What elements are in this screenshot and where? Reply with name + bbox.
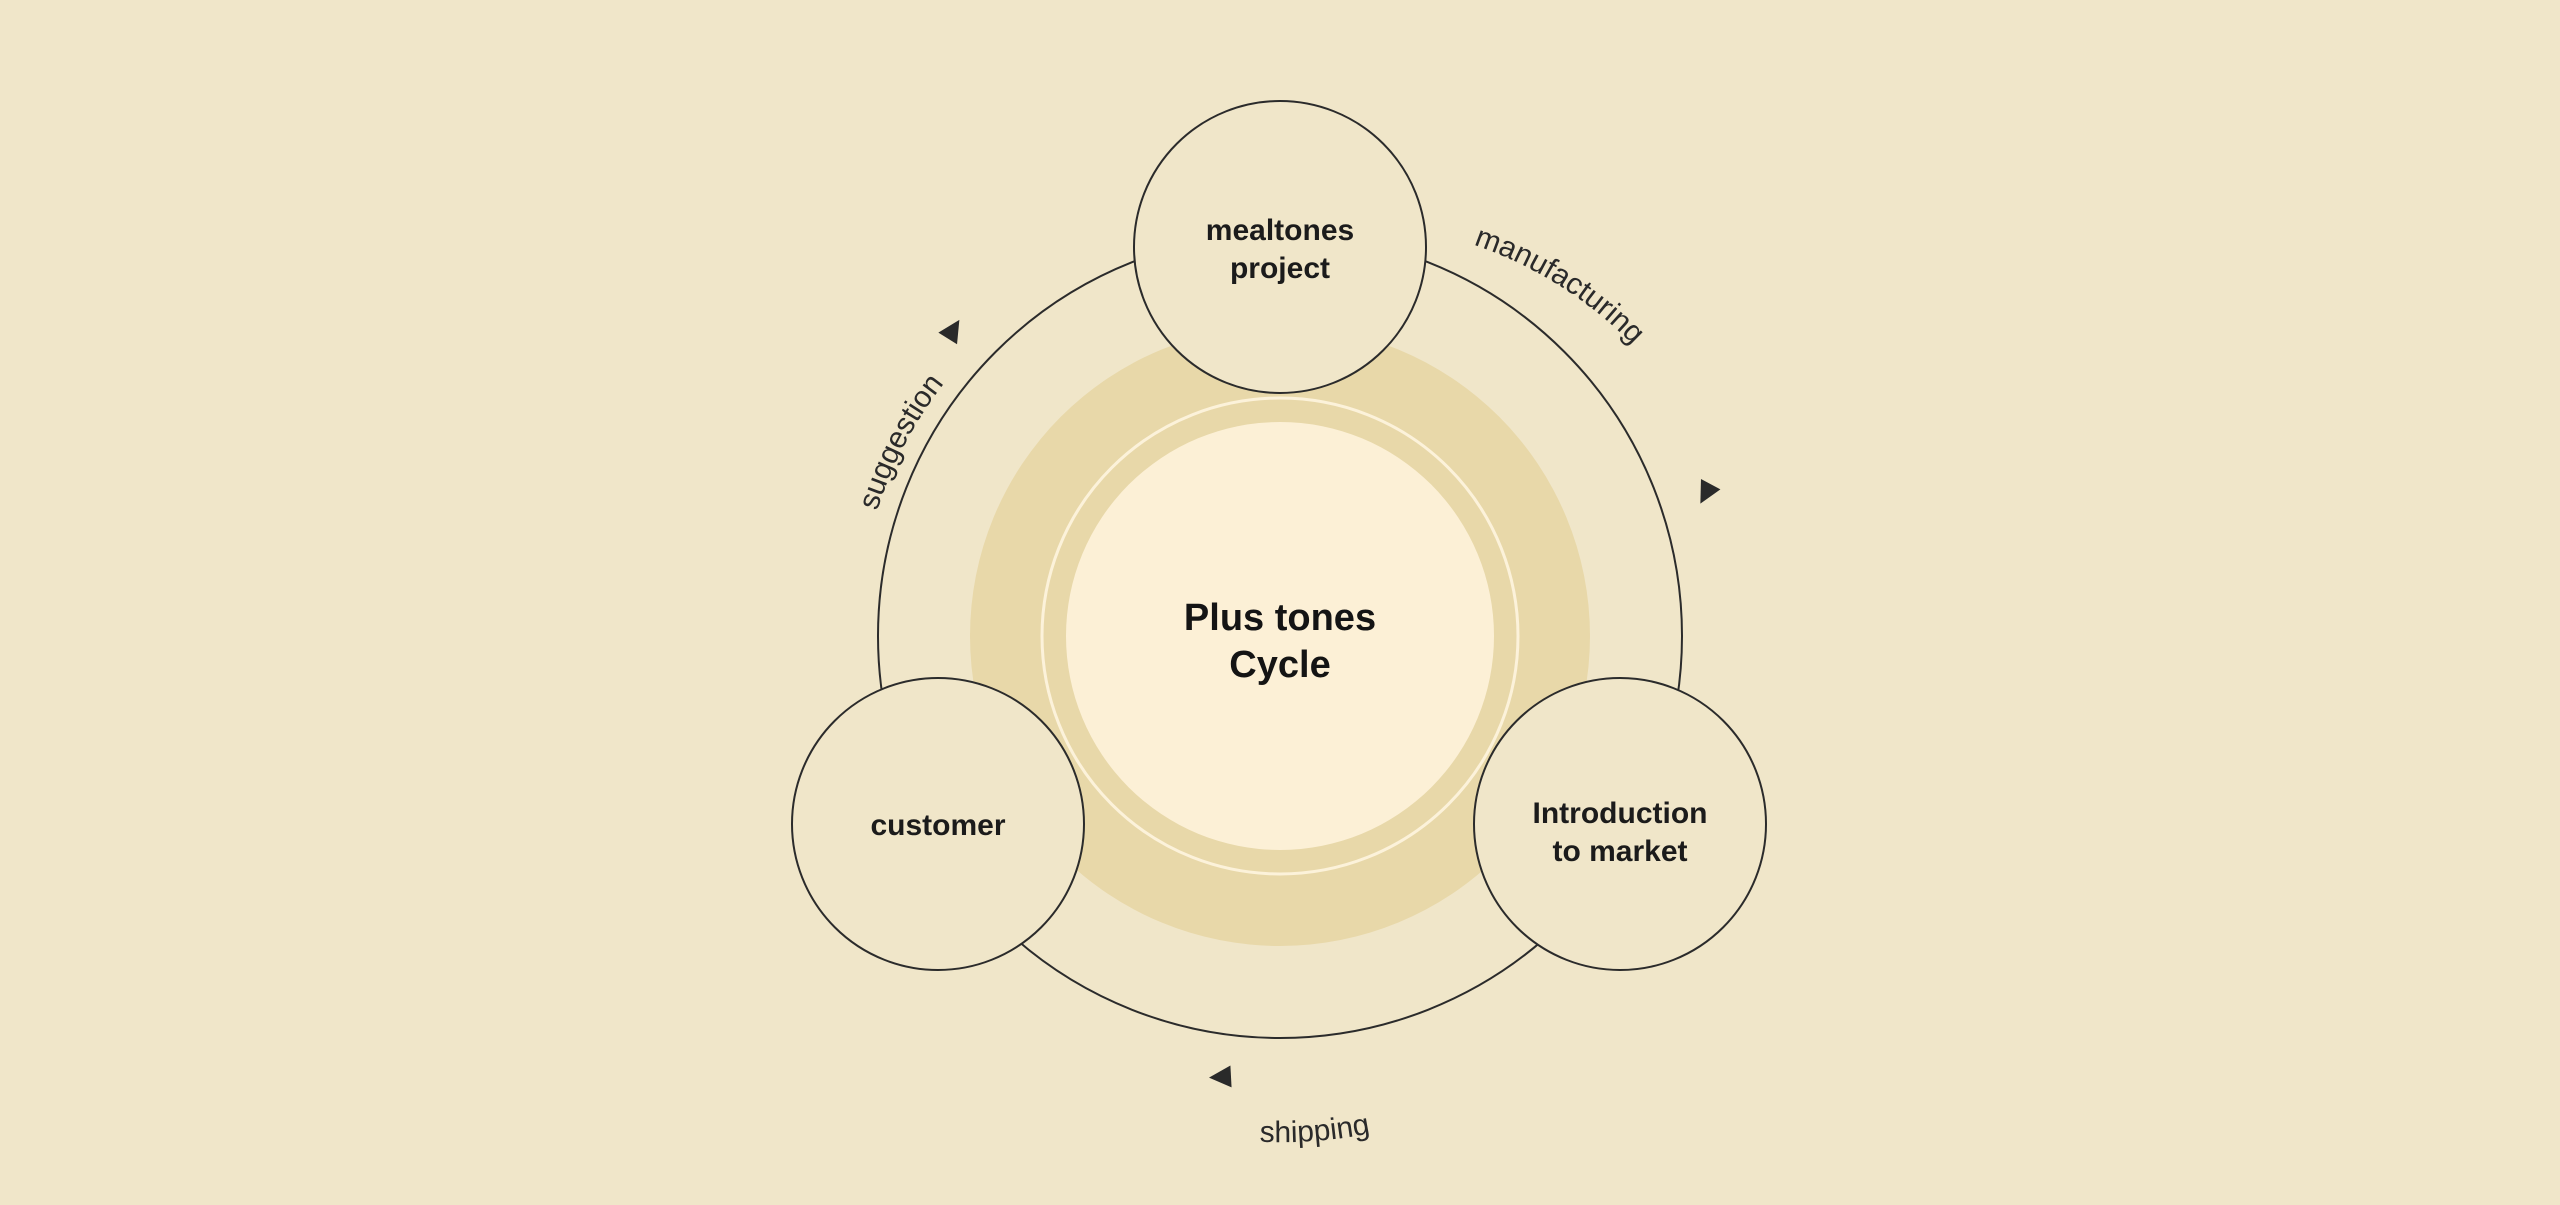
center-title-line-1: Plus tones: [1184, 597, 1376, 639]
node-left-circle: [791, 677, 1085, 971]
node-customer: customer: [791, 677, 1085, 971]
center-divider-ring: [1040, 396, 1520, 876]
node-top-circle: [1133, 100, 1427, 394]
center-hub: Plus tones Cycle: [970, 326, 1590, 946]
manufacturing-arrow-icon: [1700, 479, 1721, 504]
node-top-label-line-2: project: [1230, 252, 1330, 285]
node-right-circle: [1473, 677, 1767, 971]
shipping-arrow-icon: [1209, 1065, 1232, 1088]
node-right-label-line-1: Introduction: [1533, 797, 1708, 830]
node-mealtones-project: mealtones project: [1133, 100, 1427, 394]
node-introduction-to-market: Introduction to market: [1473, 677, 1767, 971]
center-title-line-2: Cycle: [1229, 644, 1330, 686]
node-top-label-line-1: mealtones: [1206, 214, 1354, 247]
node-right-label-line-2: to market: [1552, 835, 1687, 868]
suggestion-arrow-icon: [938, 319, 960, 345]
node-left-label: customer: [870, 809, 1005, 842]
center-core: [1066, 422, 1494, 850]
